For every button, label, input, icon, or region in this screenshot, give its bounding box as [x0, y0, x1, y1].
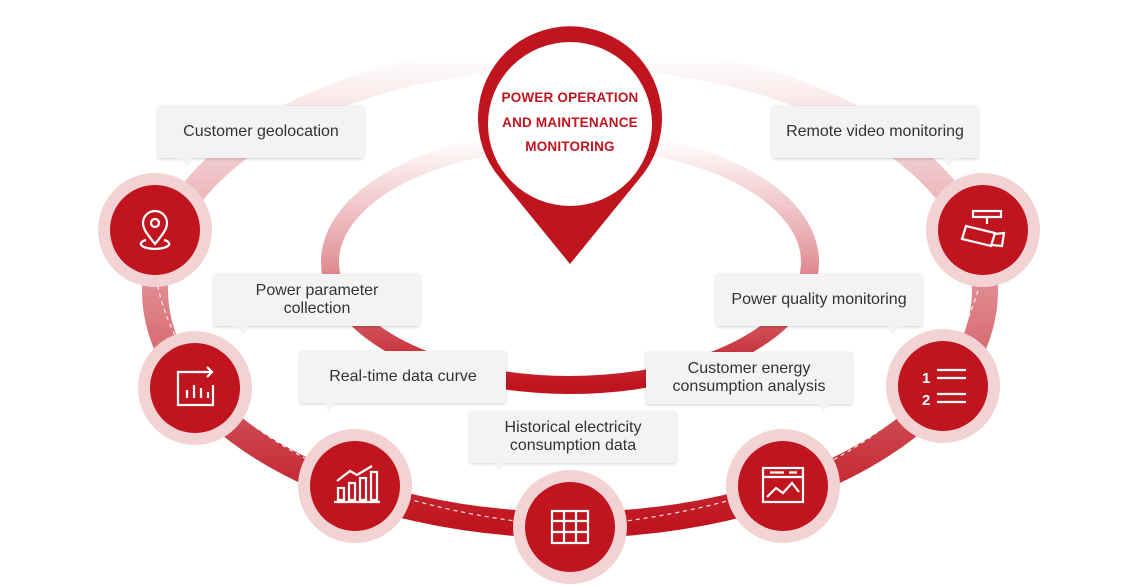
cctv-camera-icon [960, 209, 1006, 248]
callout-real-time-data-curve: Real-time data curve [300, 351, 506, 412]
node-power-quality-monitoring[interactable]: 1 2 [886, 329, 1000, 443]
callout-remote-video-monitoring: Remote video monitoring [772, 106, 978, 167]
node-historical-consumption-data[interactable] [513, 470, 627, 584]
table-grid-icon [550, 509, 590, 545]
center-title-line-2: AND MAINTENANCE [502, 114, 638, 130]
center-title-line-1: POWER OPERATION [501, 90, 639, 105]
browser-chart-icon [761, 466, 805, 504]
callout-label: Real-time data curve [329, 368, 477, 385]
rising-bar-chart-icon [334, 465, 380, 504]
callout-label: Power parameter collection [255, 282, 379, 317]
node-customer-geolocation[interactable] [98, 173, 212, 287]
callout-label: Customer energy consumption analysis [672, 360, 826, 395]
callout-historical-consumption-data: Historical electricity consumption data [470, 411, 676, 472]
callout-power-quality-monitoring: Power quality monitoring [716, 274, 922, 335]
callout-energy-consumption-analysis: Customer energy consumption analysis [646, 352, 852, 413]
callout-customer-geolocation: Customer geolocation [158, 106, 364, 167]
callout-label: Customer geolocation [183, 123, 339, 140]
export-chart-icon [176, 366, 215, 407]
center-title-line-3: MONITORING [525, 139, 615, 154]
callout-label: Historical electricity consumption data [504, 419, 642, 454]
node-power-parameter-collection[interactable] [138, 331, 252, 445]
numbered-list-icon: 1 2 [922, 368, 966, 409]
node-energy-consumption-analysis[interactable] [726, 429, 840, 543]
location-pin-icon [139, 209, 171, 251]
center-title: POWER OPERATION AND MAINTENANCE MONITORI… [490, 86, 650, 160]
node-real-time-data-curve[interactable] [298, 429, 412, 543]
callout-power-parameter-collection: Power parameter collection [214, 274, 420, 335]
callout-label: Remote video monitoring [786, 123, 964, 140]
central-map-pin [478, 26, 662, 265]
node-remote-video-monitoring[interactable] [926, 173, 1040, 287]
callout-label: Power quality monitoring [731, 291, 907, 308]
svg-text:2: 2 [922, 392, 930, 409]
svg-text:1: 1 [922, 370, 930, 387]
